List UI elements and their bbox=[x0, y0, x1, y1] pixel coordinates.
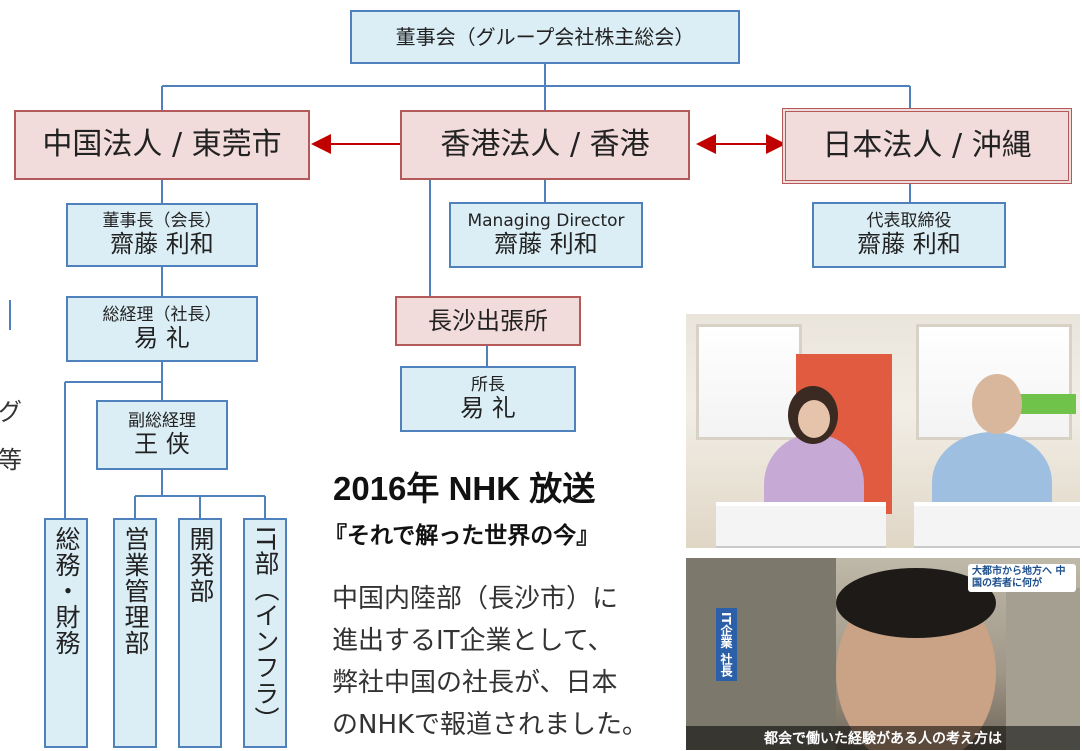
changsha-office-label: 長沙出張所 bbox=[428, 306, 548, 335]
entity-hongkong-box: 香港法人 / 香港 bbox=[400, 110, 690, 180]
tv-interview-photo: IT企業 社長 大都市から地方へ 中国の若者に何が 都会で働いた経験がある人の考… bbox=[686, 558, 1080, 750]
jp-rep-box: 代表取締役 齋藤 利和 bbox=[812, 202, 1006, 268]
dept-it: IT部（インフラ） bbox=[243, 518, 287, 748]
china-gm-role: 総経理（社長） bbox=[102, 305, 222, 326]
china-dgm-box: 副総経理 王 侠 bbox=[96, 400, 228, 470]
china-gm-box: 総経理（社長） 易 礼 bbox=[66, 296, 258, 362]
dept-general-affairs: 総務・財務 bbox=[44, 518, 88, 748]
studio-desk-right bbox=[914, 502, 1080, 546]
jp-rep-name: 齋藤 利和 bbox=[857, 230, 961, 259]
china-dgm-name: 王 侠 bbox=[134, 430, 190, 459]
interview-vertical-caption: IT企業 社長 bbox=[716, 608, 737, 681]
hk-md-box: Managing Director 齋藤 利和 bbox=[449, 202, 643, 268]
china-dgm-role: 副総経理 bbox=[128, 411, 196, 432]
changsha-office-box: 長沙出張所 bbox=[395, 296, 581, 346]
dept-development: 開発部 bbox=[178, 518, 222, 748]
interview-topic-badge: 大都市から地方へ 中国の若者に何が bbox=[968, 564, 1076, 592]
dept-it-label: IT部（インフラ） bbox=[251, 526, 280, 733]
edge-text-2: 等 bbox=[0, 446, 22, 474]
interview-building-left bbox=[686, 558, 836, 750]
changsha-head-box: 所長 易 礼 bbox=[400, 366, 576, 432]
dept-development-label: 開発部 bbox=[186, 526, 215, 604]
china-chair-role: 董事長（会長） bbox=[102, 211, 222, 232]
board-box: 董事会（グループ会社株主総会） bbox=[350, 10, 740, 64]
board-label: 董事会（グループ会社株主総会） bbox=[395, 24, 695, 49]
studio-window-left bbox=[696, 324, 802, 440]
headline: 2016年 NHK 放送 bbox=[333, 470, 596, 507]
tv-studio-photo bbox=[686, 314, 1080, 548]
hk-md-role: Managing Director bbox=[467, 211, 625, 232]
dept-general-affairs-label: 総務・財務 bbox=[52, 526, 81, 656]
changsha-head-role: 所長 bbox=[471, 375, 505, 396]
china-chair-name: 齋藤 利和 bbox=[110, 230, 214, 259]
description-line-3: 弊社中国の社長が、日本 bbox=[332, 668, 618, 698]
china-gm-name: 易 礼 bbox=[134, 324, 190, 353]
interview-building-right bbox=[1006, 588, 1080, 750]
studio-host-1-face bbox=[798, 400, 830, 438]
changsha-head-name: 易 礼 bbox=[460, 394, 516, 423]
studio-desk-left bbox=[716, 502, 886, 546]
subheadline: 『それで解った世界の今』 bbox=[324, 523, 600, 549]
description-line-2: 進出するIT企業として、 bbox=[332, 626, 614, 656]
dept-sales-management: 営業管理部 bbox=[113, 518, 157, 748]
entity-hongkong-label: 香港法人 / 香港 bbox=[440, 127, 650, 163]
jp-rep-role: 代表取締役 bbox=[866, 211, 952, 232]
edge-text-1: グ bbox=[0, 398, 22, 426]
entity-japan-label: 日本法人 / 沖縄 bbox=[822, 128, 1032, 164]
dept-sales-management-label: 営業管理部 bbox=[121, 526, 150, 656]
entity-china-box: 中国法人 / 東莞市 bbox=[14, 110, 310, 180]
interview-caption: 都会で働いた経験がある人の考え方は bbox=[686, 726, 1080, 750]
studio-host-2-head bbox=[972, 374, 1022, 434]
entity-china-label: 中国法人 / 東莞市 bbox=[42, 127, 282, 163]
entity-japan-box: 日本法人 / 沖縄 bbox=[782, 108, 1072, 184]
hk-md-name: 齋藤 利和 bbox=[494, 230, 598, 259]
description-line-4: のNHKで報道されました。 bbox=[332, 710, 649, 740]
description-line-1: 中国内陸部（長沙市）に bbox=[332, 584, 619, 614]
china-chair-box: 董事長（会長） 齋藤 利和 bbox=[66, 203, 258, 267]
